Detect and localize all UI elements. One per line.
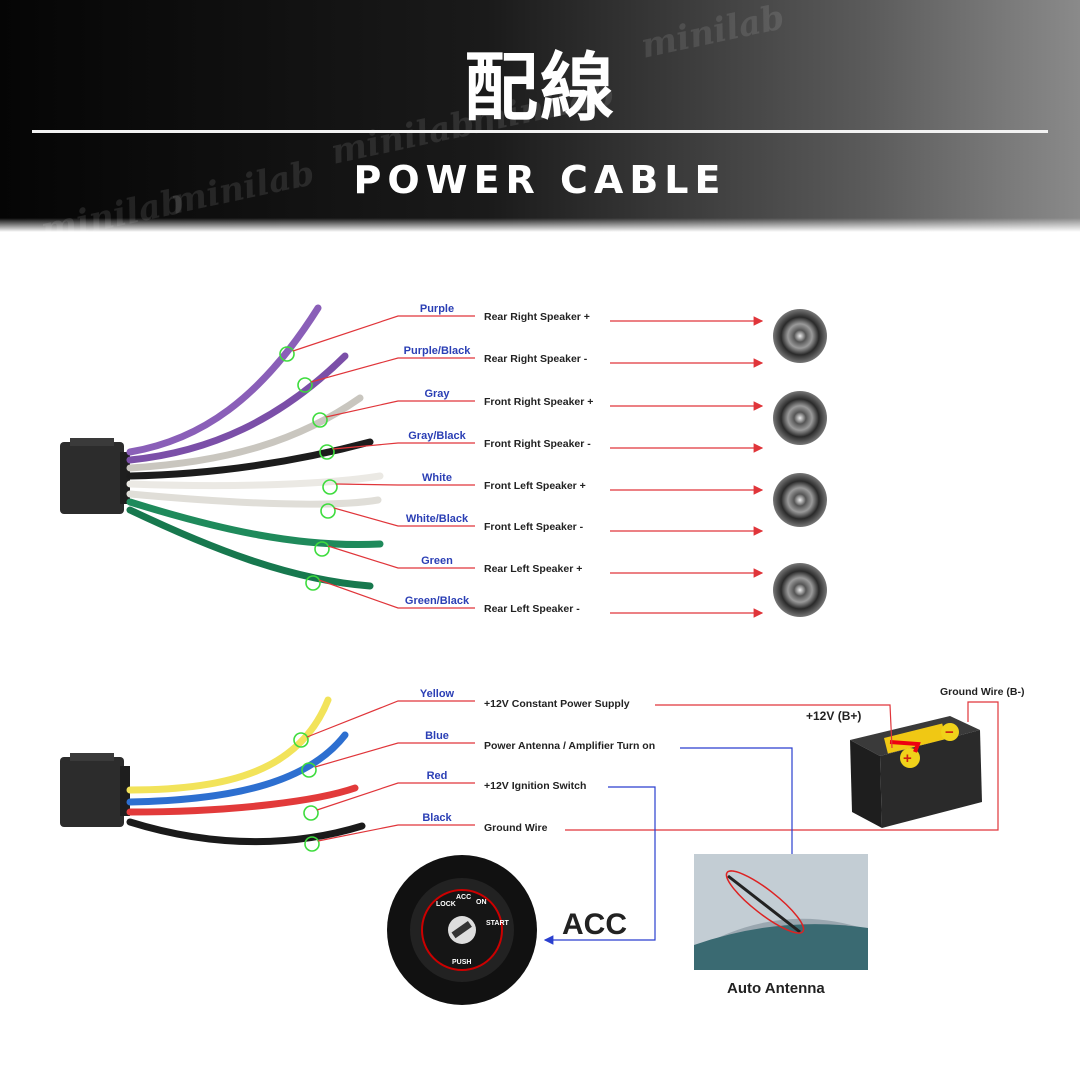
speaker-wires xyxy=(126,304,384,590)
leader-line xyxy=(325,400,475,418)
battery-ground-label: Ground Wire (B-) xyxy=(940,686,1024,698)
leader-line xyxy=(318,579,475,609)
power-wire-row: Yellow +12V Constant Power Supply xyxy=(293,688,630,748)
wire-color-label: Green/Black xyxy=(405,595,470,607)
leader-line xyxy=(333,507,475,527)
wire-color-label: White xyxy=(422,472,452,484)
car-battery: + − xyxy=(850,716,982,828)
wire-marker-circle xyxy=(319,444,335,460)
auto-antenna-image xyxy=(694,854,868,970)
wire-function-label: +12V Constant Power Supply xyxy=(484,698,630,710)
wire-function-label: Rear Right Speaker - xyxy=(484,353,588,365)
svg-text:+: + xyxy=(903,750,912,767)
battery-leader-lines xyxy=(565,701,999,831)
power-wire-row: Red +12V Ignition Switch xyxy=(303,770,586,821)
wire-marker-circle xyxy=(279,346,295,362)
speaker-icon xyxy=(773,309,827,363)
leader-line xyxy=(332,442,475,450)
wire-function-label: Rear Right Speaker + xyxy=(484,311,590,323)
leader-line xyxy=(314,742,475,768)
power-wire-rows: Yellow +12V Constant Power SupplyBluePowe… xyxy=(293,688,655,852)
wire-function-label: Ground Wire xyxy=(484,822,548,834)
leader-line xyxy=(310,357,475,383)
wire-function-label: +12V Ignition Switch xyxy=(484,780,586,792)
wire-color-label: Black xyxy=(422,812,452,824)
wire-function-label: Front Right Speaker - xyxy=(484,438,591,450)
leader-line xyxy=(316,782,475,811)
wire-marker-circle xyxy=(297,377,313,393)
wire-color-label: Red xyxy=(427,770,448,782)
wire-function-label: Front Left Speaker + xyxy=(484,480,586,492)
title-divider xyxy=(32,130,1048,133)
leader-line xyxy=(317,824,475,842)
ignition-label-lock: LOCK xyxy=(436,901,456,908)
svg-text:−: − xyxy=(945,724,954,741)
wire-color-label: Gray xyxy=(424,388,450,400)
battery-positive-label: +12V (B+) xyxy=(806,709,861,723)
leader-line xyxy=(327,545,475,569)
speaker-icon xyxy=(773,391,827,445)
ignition-label-push: PUSH xyxy=(452,959,471,966)
header-banner: minilab minilab minilab minilab minilab … xyxy=(0,0,1080,232)
page-subtitle: POWER CABLE xyxy=(353,158,727,202)
wire-color-label: Purple/Black xyxy=(404,345,472,357)
wire-marker-circle xyxy=(305,575,321,591)
power-harness-connector xyxy=(60,753,130,827)
page-title: 配線 xyxy=(464,45,616,131)
wire-marker-circle xyxy=(322,479,338,495)
wire-color-label: Gray/Black xyxy=(408,430,466,442)
antenna-caption: Auto Antenna xyxy=(727,980,825,997)
wire-marker-circle xyxy=(320,503,336,519)
speaker-harness-connector xyxy=(60,438,130,514)
wire-color-label: Purple xyxy=(420,303,454,315)
battery-negative-terminal xyxy=(941,723,959,741)
acc-label: ACC xyxy=(562,908,627,941)
ignition-label-start: START xyxy=(486,920,510,927)
wire-function-label: Front Left Speaker - xyxy=(484,521,584,533)
wire-color-label: White/Black xyxy=(406,513,469,525)
wire-color-label: Green xyxy=(421,555,453,567)
wire-color-label: Yellow xyxy=(420,688,455,700)
wire-function-label: Rear Left Speaker - xyxy=(484,603,580,615)
wire-marker-circle xyxy=(312,412,328,428)
speaker-icon xyxy=(773,473,827,527)
leader-line xyxy=(292,315,475,352)
power-wires xyxy=(126,696,366,846)
wire-marker-circle xyxy=(293,732,309,748)
speaker-icons xyxy=(773,309,827,617)
wire-function-label: Front Right Speaker + xyxy=(484,396,593,408)
battery-positive-terminal xyxy=(900,748,920,768)
leader-line xyxy=(335,483,475,486)
speaker-icon xyxy=(773,563,827,617)
leader-line xyxy=(306,700,475,738)
ignition-switch-image: LOCK ACC ON START PUSH xyxy=(387,855,537,1005)
wire-function-label: Rear Left Speaker + xyxy=(484,563,582,575)
wire-marker-circle xyxy=(303,805,319,821)
ignition-label-acc: ACC xyxy=(456,894,471,901)
wire-marker-circle xyxy=(314,541,330,557)
wire-marker-circle xyxy=(304,836,320,852)
wire-color-label: Blue xyxy=(425,730,449,742)
ignition-label-on: ON xyxy=(476,899,487,906)
wire-function-label: Power Antenna / Amplifier Turn on xyxy=(484,740,655,752)
wire-marker-circle xyxy=(301,762,317,778)
